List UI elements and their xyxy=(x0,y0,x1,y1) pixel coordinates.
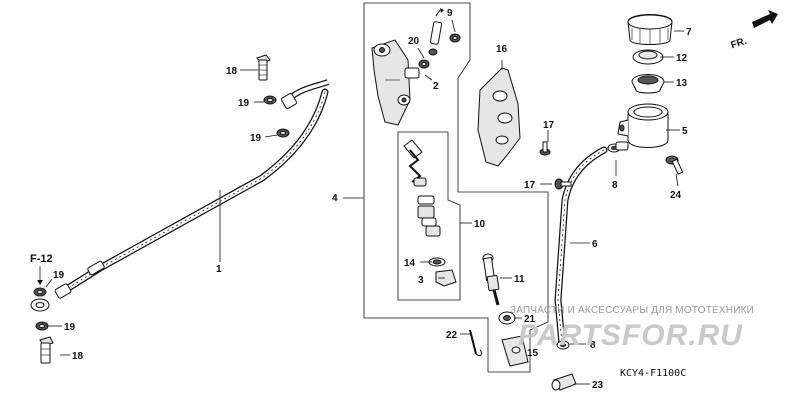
brake-hose xyxy=(30,79,330,312)
callout-22: 22 xyxy=(446,330,458,341)
diaphragm xyxy=(631,74,665,94)
clevis-joint xyxy=(501,335,529,367)
master-cylinder-body xyxy=(371,39,420,126)
callout-1: 1 xyxy=(216,264,222,275)
callout-7: 7 xyxy=(686,27,692,38)
banjo-bolt-upper xyxy=(256,54,271,81)
callout-15: 15 xyxy=(527,348,539,359)
callout-17-upper: 17 xyxy=(543,120,555,131)
watermark-brand: PARTSFOR.RU xyxy=(518,319,743,352)
callout-16: 16 xyxy=(496,44,508,55)
piston-kit xyxy=(403,139,457,287)
diagram-code: KCY4-F1100C xyxy=(620,368,686,379)
reservoir-cap xyxy=(627,14,673,45)
bolt-24 xyxy=(665,155,684,175)
cap-plate xyxy=(632,49,664,65)
callout-19-c: 19 xyxy=(53,270,65,281)
callout-23: 23 xyxy=(592,380,604,391)
callout-8-upper: 8 xyxy=(612,180,618,191)
callout-12: 12 xyxy=(676,53,688,64)
reference-label: F-12 xyxy=(30,253,53,265)
callout-13: 13 xyxy=(676,78,688,89)
callout-14: 14 xyxy=(404,258,416,269)
callout-21: 21 xyxy=(524,314,536,325)
reservoir-tank xyxy=(615,103,669,151)
front-direction-label: FR. xyxy=(729,36,748,52)
callout-19-b: 19 xyxy=(250,133,262,144)
callout-18-upper: 18 xyxy=(226,66,238,77)
callout-2: 2 xyxy=(433,81,439,92)
callout-4: 4 xyxy=(332,193,338,204)
screw-17-upper xyxy=(539,141,551,156)
callout-20: 20 xyxy=(408,36,420,47)
mounting-bracket xyxy=(477,67,521,167)
leader-lines xyxy=(45,19,684,385)
callout-18-lower: 18 xyxy=(72,351,84,362)
fitting-nipple xyxy=(418,8,461,69)
callout-8-lower: 8 xyxy=(590,340,596,351)
callout-numbers: 1 2 3 4 5 6 7 8 8 9 10 11 12 13 14 15 16… xyxy=(53,8,692,391)
banjo-bolt-lower xyxy=(39,336,54,364)
callout-9: 9 xyxy=(447,8,453,19)
hose-joint-23 xyxy=(551,373,577,391)
adjuster-rod xyxy=(482,253,500,306)
callout-19-a: 19 xyxy=(238,98,250,109)
callout-6: 6 xyxy=(592,239,598,250)
assembly-10-frame xyxy=(397,131,461,301)
screw-17-lower xyxy=(554,178,572,190)
callout-5: 5 xyxy=(682,126,688,137)
assembly-4-frame xyxy=(363,2,549,373)
callout-17-lower: 17 xyxy=(524,180,536,191)
callout-19-d: 19 xyxy=(64,322,76,333)
callout-11: 11 xyxy=(514,274,525,285)
hose-clamp-lower xyxy=(556,340,570,350)
front-direction-marker: FR. xyxy=(729,10,778,51)
callout-3: 3 xyxy=(418,275,424,286)
callout-24: 24 xyxy=(670,190,682,201)
watermark-line: ЗАПЧАСТИ И АКСЕССУАРЫ ДЛЯ МОТОТЕХНИКИ xyxy=(510,305,754,316)
callout-10: 10 xyxy=(474,219,486,230)
reservoir-hose xyxy=(554,146,608,348)
cotter-pin xyxy=(469,329,483,357)
